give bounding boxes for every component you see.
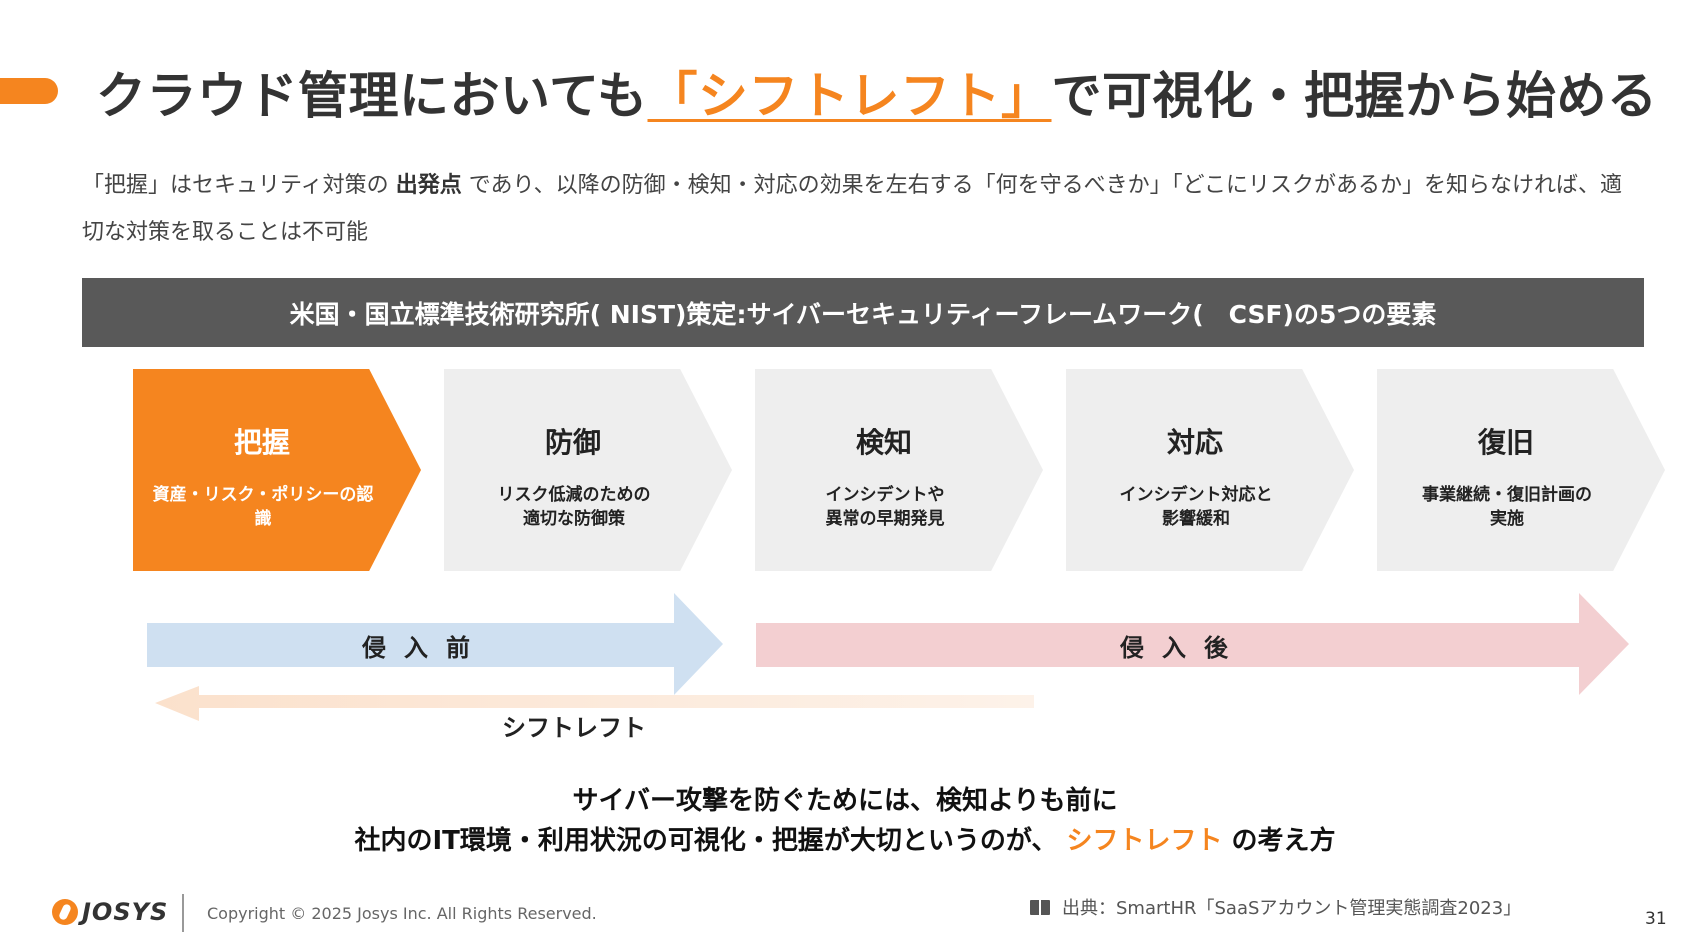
title-accent-bar <box>0 78 58 104</box>
after-arrow <box>756 593 1629 695</box>
step-desc: インシデント対応と影響緩和 <box>1119 485 1273 529</box>
step-name: 防御 <box>544 426 601 459</box>
step-name: 把握 <box>233 426 290 459</box>
book-icon <box>1030 899 1050 915</box>
step-desc: 資産・リスク・ポリシーの認識 <box>152 485 374 529</box>
copyright-text: Copyright © 2025 Josys Inc. All Rights R… <box>207 904 597 923</box>
josys-logo: JOSYS <box>52 898 168 926</box>
source-citation: 出典：SmartHR「SaaSアカウント管理実態調査2023」 <box>1030 894 1521 920</box>
logo-text: JOSYS <box>82 898 169 926</box>
step-name: 検知 <box>855 426 912 459</box>
step-5: 復旧 事業継続・復旧計画の実施 <box>1377 369 1665 571</box>
nist-csf-header: 米国・国立標準技術研究所( NIST)策定:サイバーセキュリティーフレームワーク… <box>82 278 1644 347</box>
conclusion-suffix: の考え方 <box>1222 826 1336 856</box>
step-3: 検知 インシデントや異常の早期発見 <box>755 369 1043 571</box>
step-desc: 事業継続・復旧計画の実施 <box>1422 485 1592 529</box>
step-desc: リスク低減のための適切な防御策 <box>497 485 651 529</box>
after-phase-label: 侵入後 <box>1120 634 1246 662</box>
title-suffix: で可視化・把握から始める <box>1051 67 1658 125</box>
footer-divider <box>182 894 184 932</box>
title-prefix: クラウド管理においても <box>96 67 648 125</box>
step-name: 復旧 <box>1477 426 1534 459</box>
step-name: 対応 <box>1166 426 1223 459</box>
step-1: 把握 資産・リスク・ポリシーの認識 <box>133 369 421 571</box>
title-highlight: 「シフトレフト」 <box>647 67 1052 125</box>
before-arrow <box>147 593 723 695</box>
logo-icon <box>52 899 78 925</box>
intro-part2: であり、以降の防御・検知・対応の効果を左右する「何を守るべきか」「どこにリスクが… <box>82 173 1622 245</box>
intro-bold: 出発点 <box>395 173 462 198</box>
shift-left-arrow <box>155 686 1034 721</box>
page-title: クラウド管理においても「シフトレフト」で可視化・把握から始める <box>96 56 1658 128</box>
step-2: 防御 リスク低減のための適切な防御策 <box>444 369 732 571</box>
step-4: 対応 インシデント対応と影響緩和 <box>1066 369 1354 571</box>
conclusion-line-2: 社内のIT環境・利用状況の可視化・把握が大切というのが、 シフトレフト の考え方 <box>0 820 1690 857</box>
step-desc: インシデントや異常の早期発見 <box>825 485 945 529</box>
intro-paragraph: 「把握」はセキュリティ対策の 出発点 であり、以降の防御・検知・対応の効果を左右… <box>82 162 1622 256</box>
conclusion-prefix: 社内のIT環境・利用状況の可視化・把握が大切というのが、 <box>354 826 1067 856</box>
shift-left-label: シフトレフト <box>502 714 646 742</box>
intro-part1: 「把握」はセキュリティ対策の <box>82 173 396 198</box>
conclusion-highlight: シフトレフト <box>1066 826 1223 856</box>
page-number: 31 <box>1645 909 1667 929</box>
conclusion-line-1: サイバー攻撃を防ぐためには、検知よりも前に <box>572 786 1118 816</box>
source-text: 出典：SmartHR「SaaSアカウント管理実態調査2023」 <box>1062 898 1522 919</box>
before-phase-label: 侵入前 <box>362 634 488 662</box>
